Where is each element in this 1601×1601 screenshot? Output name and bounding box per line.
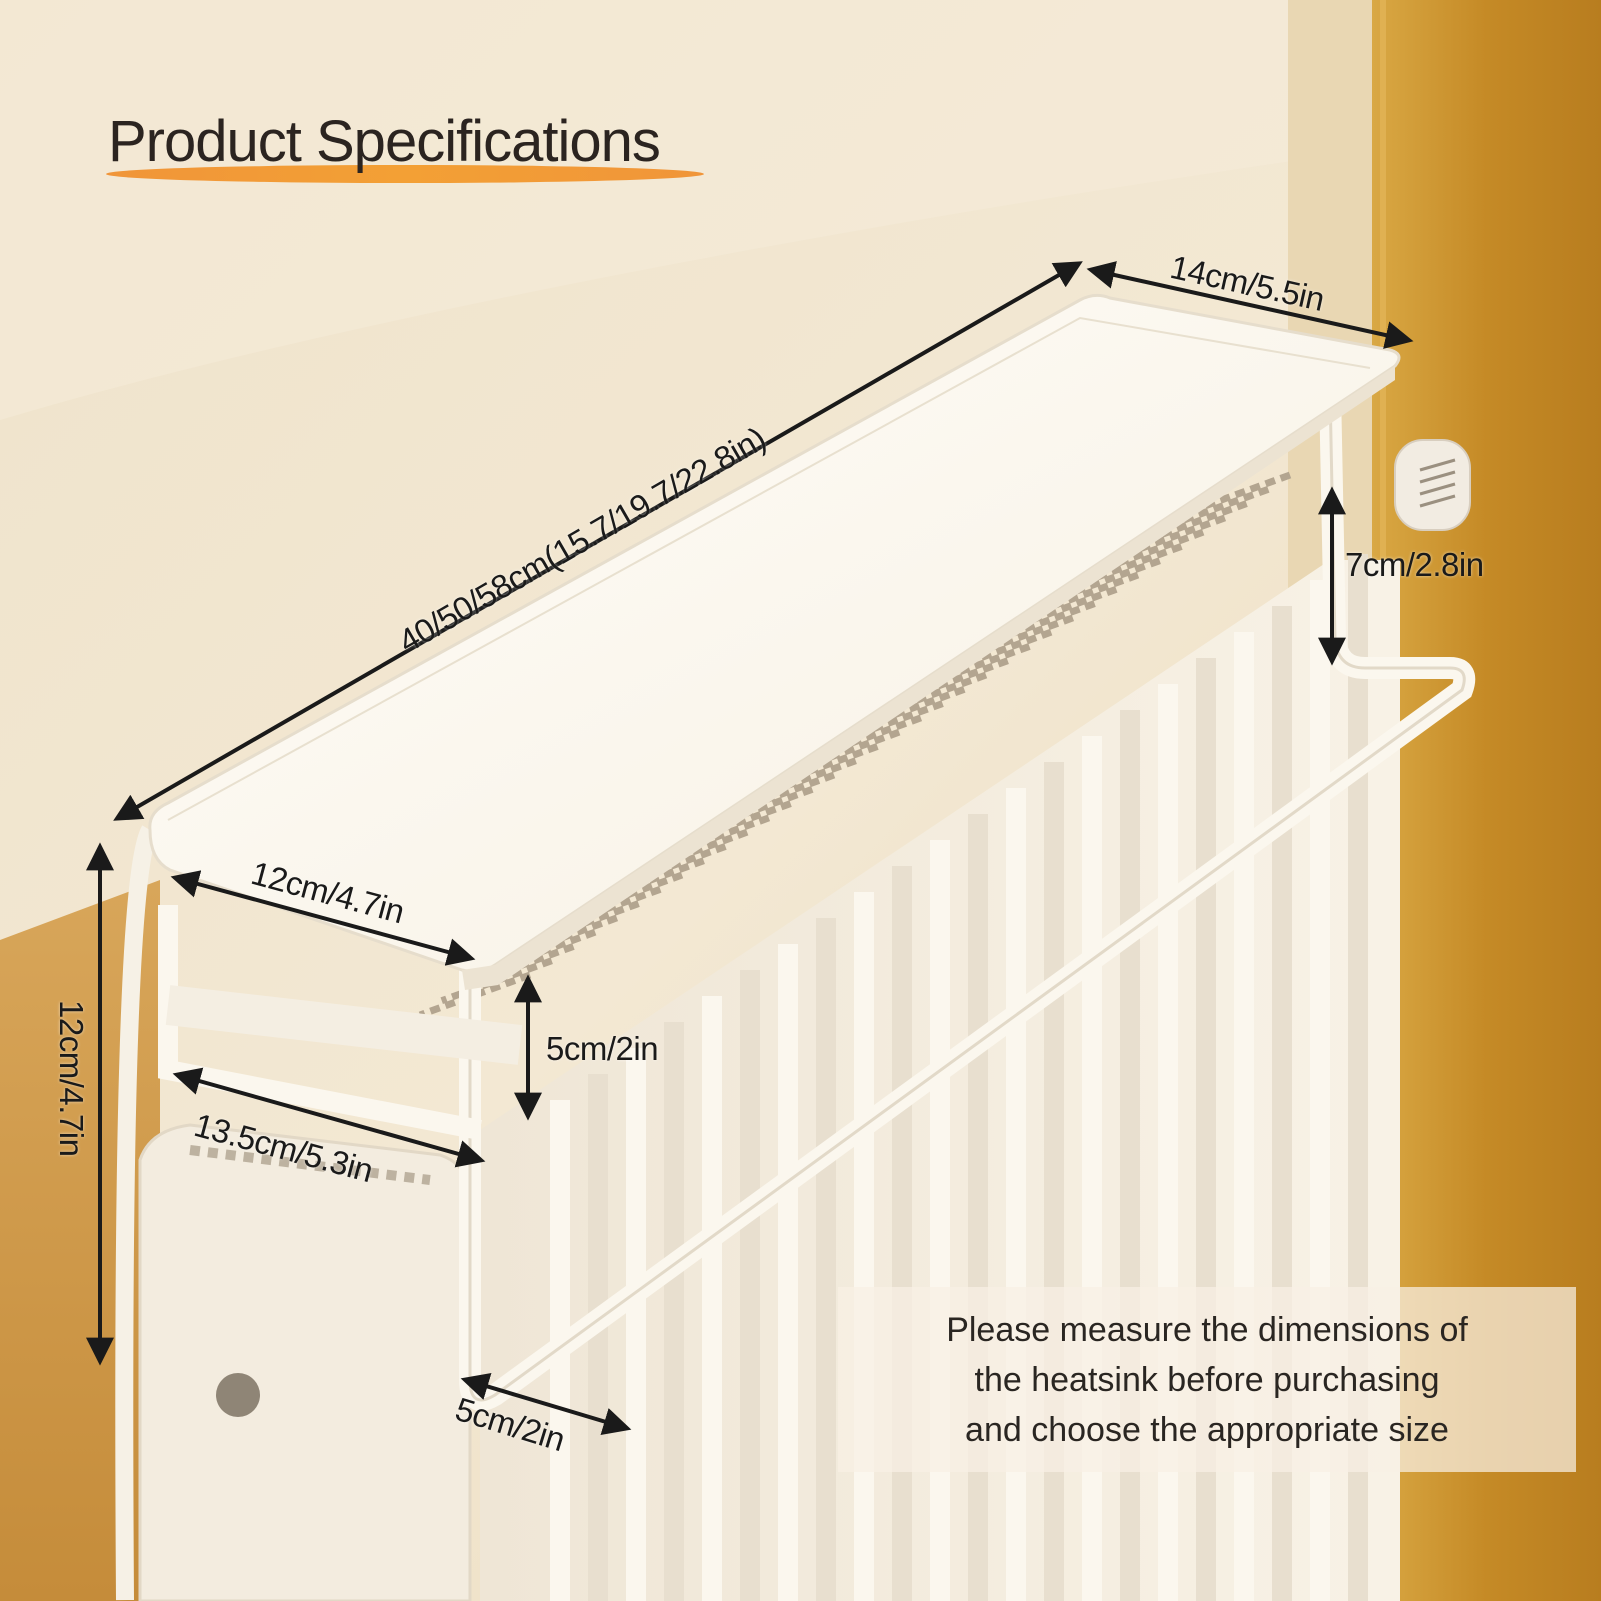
note-line-3: and choose the appropriate size (965, 1410, 1449, 1449)
measurement-note: Please measure the dimensions of the hea… (838, 1287, 1576, 1472)
page-title: Product Specifications (108, 109, 661, 174)
arrow-rail-offset (460, 1373, 632, 1435)
note-line-1: Please measure the dimensions of (946, 1310, 1468, 1349)
vent-slot (418, 971, 532, 1019)
dimension-arrows (86, 261, 1414, 1435)
label-rail-drop: 7cm/2.8in (1345, 546, 1484, 583)
arrow-shelf-length (113, 261, 1083, 821)
label-overall-height: 12cm/4.7in (53, 1000, 90, 1157)
arrow-shelf-width (1086, 261, 1414, 349)
arrow-inner-depth (170, 870, 476, 966)
title-underline (106, 165, 704, 183)
radiator-valve-hole (216, 1373, 260, 1417)
arrow-base-depth (172, 1067, 486, 1168)
label-gap-height: 5cm/2in (546, 1030, 659, 1067)
note-line-2: the heatsink before purchasing (974, 1360, 1440, 1399)
